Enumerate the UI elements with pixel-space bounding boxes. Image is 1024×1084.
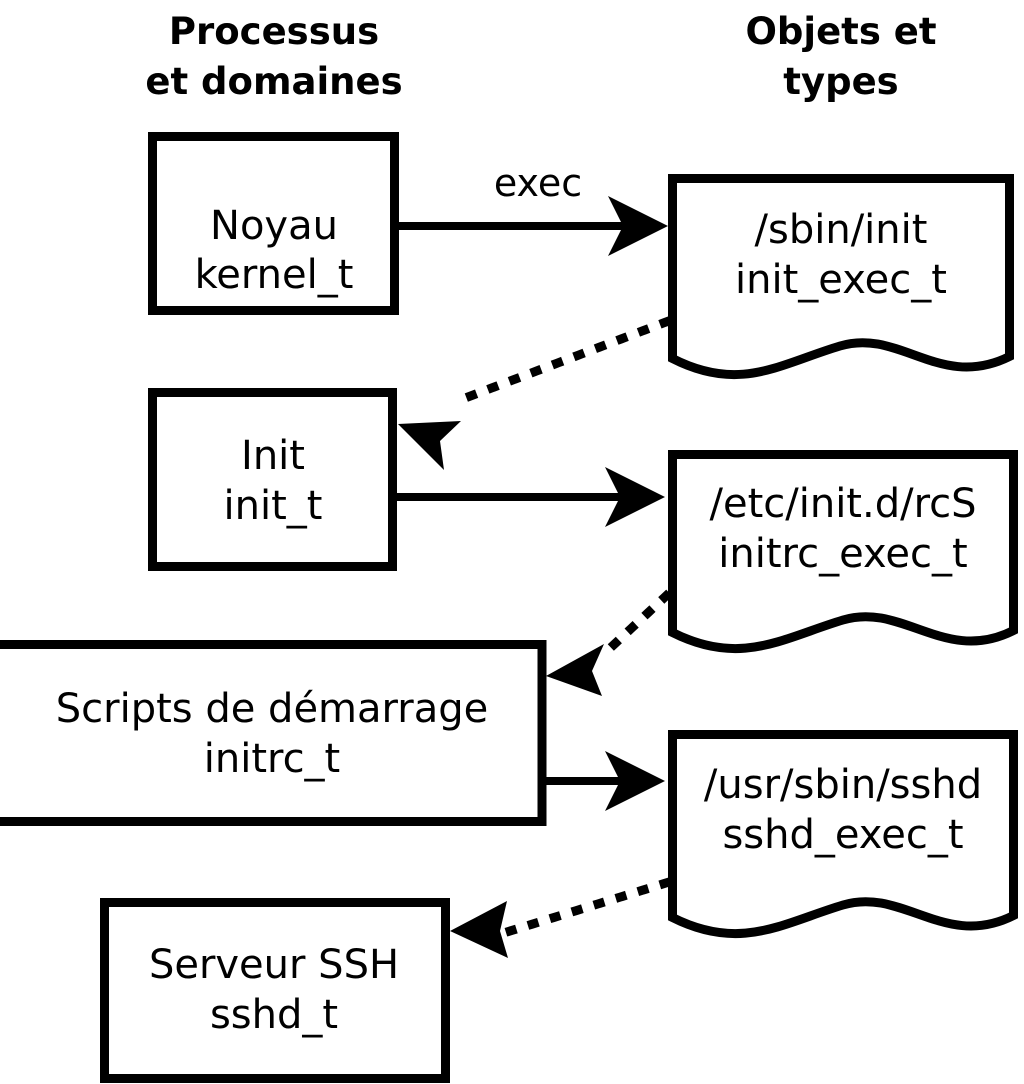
column-header-objects: Objets et types (745, 10, 936, 103)
node-process-init[interactable]: Init init_t (148, 388, 397, 571)
node-process-init-box[interactable] (148, 388, 397, 571)
node-object-init-exec-doc[interactable] (668, 174, 1014, 380)
node-process-kernel-type: kernel_t (195, 252, 354, 298)
arrowhead-icon (450, 901, 508, 958)
node-process-init-name: Init (241, 433, 305, 479)
arrowhead-icon (605, 467, 665, 527)
node-object-initrc-exec[interactable]: /etc/init.d/rcS initrc_exec_t (668, 450, 1018, 654)
arrowhead-icon (608, 196, 668, 256)
node-process-init-type: init_t (224, 483, 323, 529)
node-process-sshd[interactable]: Serveur SSH sshd_t (100, 898, 450, 1083)
node-object-sshd-exec-type: sshd_exec_t (722, 812, 963, 858)
node-object-init-exec[interactable]: /sbin/init init_exec_t (668, 174, 1014, 380)
node-object-sshd-exec-doc[interactable] (668, 730, 1018, 939)
edge-kernel-to-init-exec: exec (398, 161, 668, 256)
arrowhead-icon (605, 751, 665, 811)
node-process-sshd-type: sshd_t (210, 992, 338, 1038)
edge-initrc-exec-to-initrc-line (599, 589, 673, 659)
node-object-sshd-exec-path: /usr/sbin/sshd (704, 762, 982, 808)
node-object-initrc-exec-doc[interactable] (668, 450, 1018, 654)
node-object-initrc-exec-path: /etc/init.d/rcS (709, 481, 976, 527)
node-process-initrc-type: initrc_t (204, 736, 341, 782)
node-process-initrc[interactable]: Scripts de démarrage initrc_t (0, 640, 547, 826)
node-process-sshd-name: Serveur SSH (149, 942, 399, 988)
node-object-sshd-exec[interactable]: /usr/sbin/sshd sshd_exec_t (668, 730, 1018, 939)
node-object-init-exec-path: /sbin/init (755, 207, 928, 253)
node-process-sshd-box[interactable] (100, 898, 450, 1083)
column-header-objects-line1: Objets et (745, 10, 936, 53)
edge-initrc-to-sshd-exec (546, 751, 665, 811)
column-header-processes-line2: et domaines (145, 60, 402, 103)
edge-init-exec-to-init-line (446, 316, 672, 409)
edge-sshd-exec-to-sshd-line (504, 877, 672, 937)
arrowhead-icon (546, 644, 604, 696)
node-object-init-exec-type: init_exec_t (735, 257, 947, 303)
edge-initrc-exec-to-initrc (546, 589, 673, 696)
arrowhead-icon (398, 421, 461, 470)
node-process-initrc-name: Scripts de démarrage (56, 686, 488, 732)
column-header-processes-line1: Processus (169, 10, 379, 53)
edge-sshd-exec-to-sshd (450, 877, 672, 958)
edge-init-exec-to-init (398, 316, 672, 470)
edge-label-exec: exec (494, 161, 582, 205)
edge-init-to-initrc-exec (396, 467, 665, 527)
node-process-initrc-box[interactable] (0, 640, 547, 826)
column-header-processes: Processus et domaines (145, 10, 402, 103)
column-header-objects-line2: types (783, 60, 898, 103)
node-process-kernel-box[interactable] (148, 132, 399, 315)
node-process-kernel-name: Noyau (210, 203, 338, 249)
node-object-initrc-exec-type: initrc_exec_t (718, 531, 967, 577)
node-process-kernel[interactable]: Noyau kernel_t (148, 132, 399, 315)
